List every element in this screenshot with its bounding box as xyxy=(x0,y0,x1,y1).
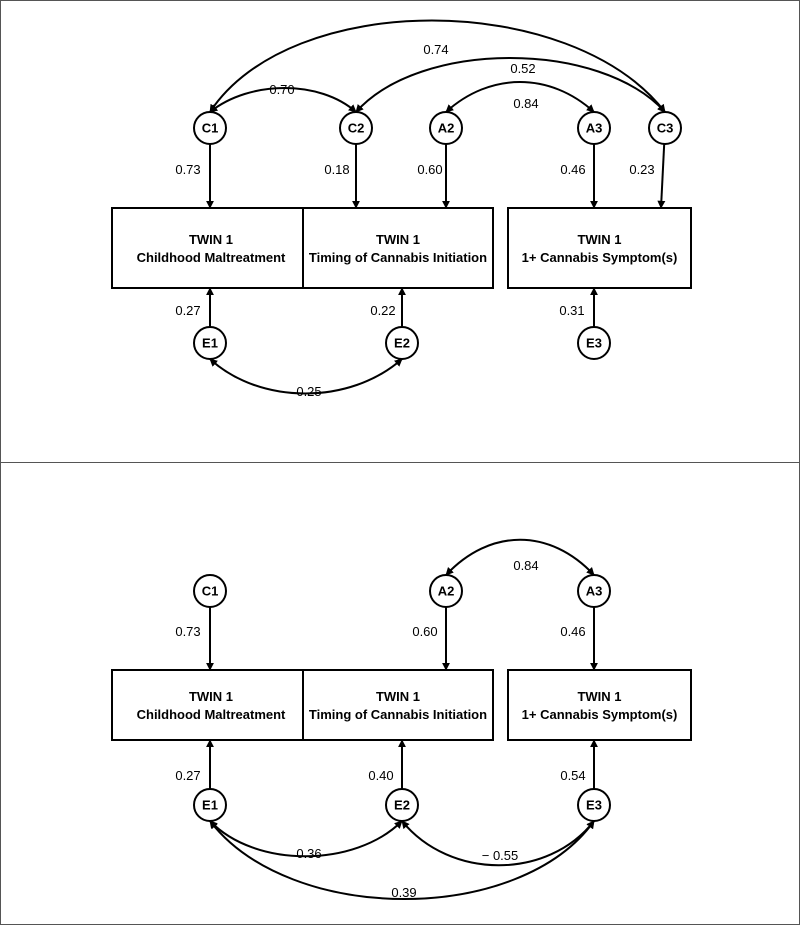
latent-node-label: C3 xyxy=(657,121,674,136)
latent-node-e3 xyxy=(577,788,611,822)
measure-box-title: TWIN 1 xyxy=(189,232,233,247)
measure-box-title: TWIN 1 xyxy=(577,232,621,247)
top-panel: TWIN 1 Childhood Maltreatment TWIN 1 Timing… xyxy=(111,19,692,399)
measure-box-b2 xyxy=(302,669,494,741)
latent-node-label: E1 xyxy=(202,798,218,813)
latent-node-a3 xyxy=(577,111,611,145)
latent-node-a2 xyxy=(429,111,463,145)
correlation-arc-c1-c2 xyxy=(209,87,357,113)
correlation-arc-e2-e3 xyxy=(401,820,595,867)
correlation-arc-e1-e2 xyxy=(209,820,403,858)
measure-box-b2 xyxy=(302,207,494,289)
correlation-arc-c1-c3 xyxy=(209,19,666,113)
path-coefficient-e3: 0.54 xyxy=(560,768,585,783)
latent-node-a3 xyxy=(577,574,611,608)
measure-box-name: 1+ Cannabis Symptom(s) xyxy=(522,707,678,722)
path-coefficient-a2: 0.60 xyxy=(412,624,437,639)
correlation-coefficient-e1-e3: 0.39 xyxy=(391,885,416,900)
path-coefficient-c1: 0.73 xyxy=(175,624,200,639)
measure-box-b1 xyxy=(111,207,311,289)
latent-node-a2 xyxy=(429,574,463,608)
correlation-coefficient-c1-c3: 0.74 xyxy=(423,42,448,57)
latent-node-label: C2 xyxy=(348,121,365,136)
latent-node-c3 xyxy=(648,111,682,145)
latent-node-label: A3 xyxy=(586,121,603,136)
latent-node-c1 xyxy=(193,574,227,608)
correlation-coefficient-c1-c2: 0.70 xyxy=(269,82,294,97)
correlation-coefficient-e1-e2: 0.36 xyxy=(296,846,321,861)
latent-node-label: C1 xyxy=(202,584,219,599)
latent-node-e3 xyxy=(577,326,611,360)
correlation-arc-a2-a3 xyxy=(445,538,595,576)
measure-box-title: TWIN 1 xyxy=(376,689,420,704)
correlation-arc-c2-c3 xyxy=(355,57,666,113)
latent-node-label: A2 xyxy=(438,584,455,599)
measure-box-b3 xyxy=(507,207,692,289)
path-coefficient-e2: 0.40 xyxy=(368,768,393,783)
latent-node-label: A2 xyxy=(438,121,455,136)
path-coefficient-c2: 0.18 xyxy=(324,162,349,177)
latent-node-label: E3 xyxy=(586,798,602,813)
path-coefficient-a3: 0.46 xyxy=(560,624,585,639)
latent-node-label: E3 xyxy=(586,336,602,351)
latent-node-c1 xyxy=(193,111,227,145)
path-coefficient-a3: 0.46 xyxy=(560,162,585,177)
path-coefficient-c1: 0.73 xyxy=(175,162,200,177)
latent-node-label: E2 xyxy=(394,798,410,813)
correlation-coefficient-e2-e3: − 0.55 xyxy=(482,848,519,863)
bottom-panel: TWIN 1 Childhood Maltreatment TWIN 1 Timing… xyxy=(111,538,692,900)
measure-box-name: Timing of Cannabis Initiation xyxy=(309,707,487,722)
measure-box-title: TWIN 1 xyxy=(376,232,420,247)
path-coefficient-c3: 0.23 xyxy=(629,162,654,177)
latent-node-e1 xyxy=(193,788,227,822)
measure-box-name: 1+ Cannabis Symptom(s) xyxy=(522,250,678,265)
measure-box-b3 xyxy=(507,669,692,741)
path-coefficient-e2: 0.22 xyxy=(370,303,395,318)
latent-node-e2 xyxy=(385,326,419,360)
correlation-arc-e1-e2 xyxy=(209,358,403,395)
latent-node-label: C1 xyxy=(202,121,219,136)
correlation-arc-e1-e3 xyxy=(209,820,595,900)
measure-box-title: TWIN 1 xyxy=(577,689,621,704)
correlation-arc-a2-a3 xyxy=(445,81,595,113)
path-arrow-c3 xyxy=(657,143,666,209)
latent-node-label: E2 xyxy=(394,336,410,351)
measure-box-title: TWIN 1 xyxy=(189,689,233,704)
measure-box-name: Childhood Maltreatment xyxy=(137,707,286,722)
path-coefficient-e1: 0.27 xyxy=(175,768,200,783)
correlation-coefficient-c2-c3: 0.52 xyxy=(510,61,535,76)
correlation-coefficient-a2-a3: 0.84 xyxy=(513,96,538,111)
measure-box-name: Timing of Cannabis Initiation xyxy=(309,250,487,265)
path-coefficient-e3: 0.31 xyxy=(559,303,584,318)
latent-node-label: E1 xyxy=(202,336,218,351)
measure-box-b1 xyxy=(111,669,311,741)
latent-node-e1 xyxy=(193,326,227,360)
correlation-coefficient-a2-a3: 0.84 xyxy=(513,558,538,573)
correlation-coefficient-e1-e2: 0.25 xyxy=(296,384,321,399)
path-coefficient-a2: 0.60 xyxy=(417,162,442,177)
latent-node-label: A3 xyxy=(586,584,603,599)
latent-node-c2 xyxy=(339,111,373,145)
measure-box-name: Childhood Maltreatment xyxy=(137,250,286,265)
latent-node-e2 xyxy=(385,788,419,822)
path-coefficient-e1: 0.27 xyxy=(175,303,200,318)
